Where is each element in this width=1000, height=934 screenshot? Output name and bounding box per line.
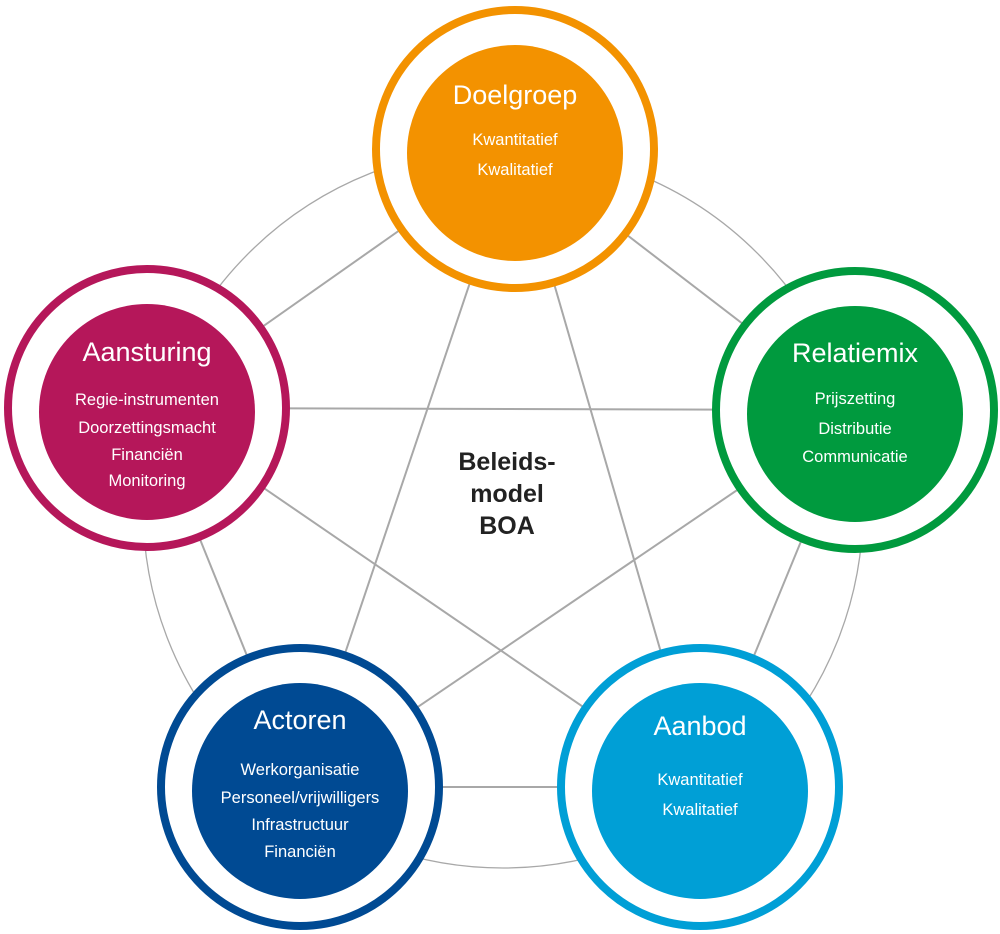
node-item: Infrastructuur [251, 816, 349, 834]
node-item: Werkorganisatie [241, 761, 360, 779]
node-title: Relatiemix [792, 338, 919, 368]
center-label-line-3: BOA [479, 512, 535, 540]
node-relatiemix: RelatiemixPrijszettingDistributieCommuni… [712, 267, 998, 553]
node-disc [592, 683, 808, 899]
node-item: Prijszetting [815, 390, 896, 408]
nodes: DoelgroepKwantitatiefKwalitatiefRelatiem… [4, 6, 998, 930]
center-label-line-1: Beleids- [458, 448, 555, 476]
node-title: Aansturing [82, 337, 211, 367]
node-item: Kwalitatief [662, 801, 738, 819]
node-item: Distributie [818, 420, 891, 438]
node-disc [407, 45, 623, 261]
node-item: Kwantitatief [472, 131, 558, 149]
node-item: Kwantitatief [657, 771, 743, 789]
node-actoren: ActorenWerkorganisatiePersoneel/vrijwill… [157, 644, 443, 930]
node-item: Monitoring [108, 472, 185, 490]
node-item: Personeel/vrijwilligers [221, 789, 380, 807]
node-title: Actoren [253, 705, 346, 735]
center-label: Beleids- model BOA [458, 448, 555, 540]
node-aansturing: AansturingRegie-instrumentenDoorzettings… [4, 265, 290, 551]
node-item: Kwalitatief [477, 161, 553, 179]
node-item: Doorzettingsmacht [78, 419, 216, 437]
node-item: Financiën [111, 446, 183, 464]
center-label-line-2: model [470, 480, 544, 508]
node-title: Doelgroep [453, 80, 578, 110]
node-disc [39, 304, 255, 520]
node-disc [192, 683, 408, 899]
node-item: Financiën [264, 843, 336, 861]
node-item: Communicatie [802, 448, 907, 466]
node-disc [747, 306, 963, 522]
node-title: Aanbod [653, 711, 746, 741]
node-item: Regie-instrumenten [75, 391, 219, 409]
